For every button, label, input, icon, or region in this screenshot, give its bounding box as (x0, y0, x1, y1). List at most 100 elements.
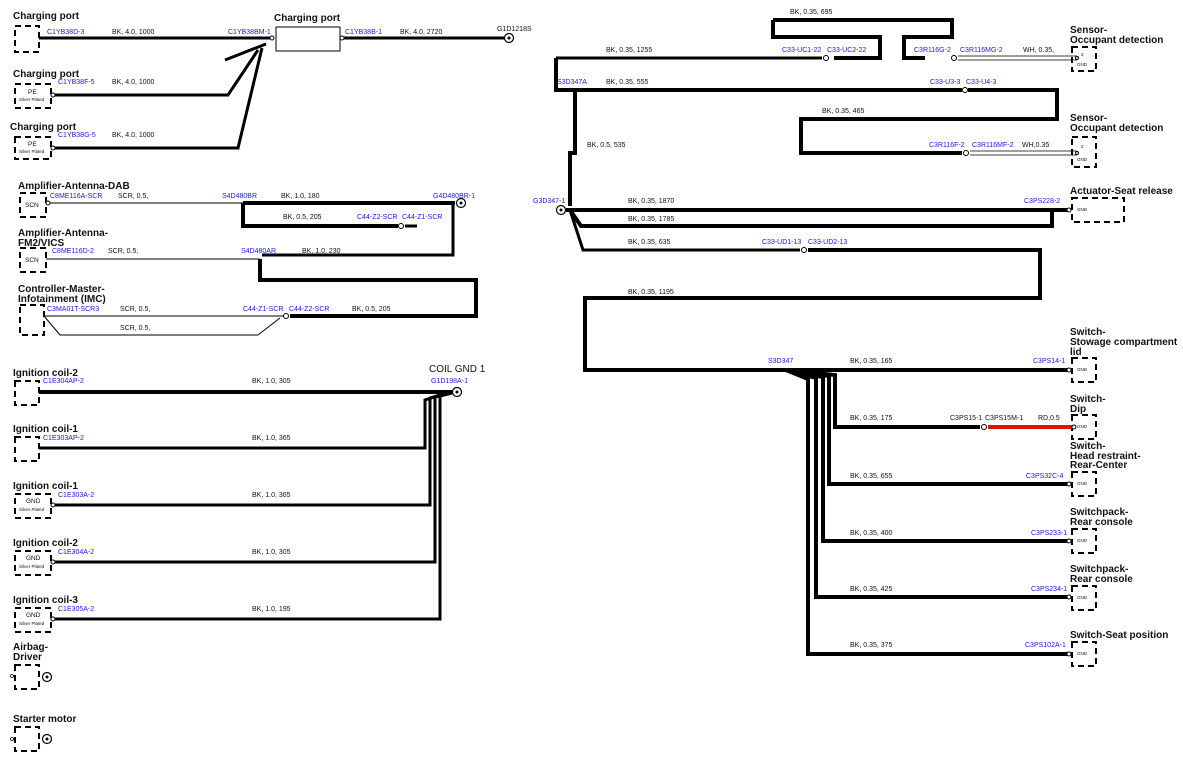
component-box[interactable] (19, 192, 47, 218)
component-label: Infotainment (IMC) (18, 294, 106, 305)
inner-label: Silver Plated (19, 507, 45, 512)
connector-label: C3PS234-1 (1031, 586, 1067, 593)
component-label: Occupant detection (1070, 35, 1163, 46)
connector-pin (283, 313, 289, 319)
charging-port-section: Charging port C1YB38D-3 BK, 4.0, 1000 Ch… (10, 11, 532, 160)
component-box[interactable] (14, 664, 40, 690)
inner-label: GND (1077, 424, 1088, 429)
inner-label: GND (26, 612, 41, 619)
wire-label: BK, 1.0, 305 (252, 378, 291, 385)
ground-symbol-icon (559, 208, 563, 212)
inner-label: Silver Plated (19, 97, 45, 102)
component-box[interactable] (14, 726, 40, 752)
connector-label: G1D198A-1 (431, 378, 468, 385)
component-box[interactable] (1071, 528, 1097, 554)
connector-label: C3R116G-2 (914, 47, 951, 54)
connector-label: S3D347A (557, 79, 587, 86)
component-label: Stowage compartment (1070, 337, 1178, 348)
component-label: Ignition coil-3 (13, 595, 78, 606)
component-label: Actuator-Seat release (1070, 186, 1173, 197)
wire-label: BK, 4.0, 1000 (112, 132, 155, 139)
connector-pin (45, 200, 51, 206)
component-box[interactable] (14, 136, 52, 160)
connector-pin (981, 424, 987, 430)
component-box[interactable] (1071, 197, 1125, 223)
wire-label: SCR, 0.5, (120, 325, 150, 332)
wire-path (799, 88, 1059, 155)
switch-section: S3D347 BK, 0.35, 165 C3PS14-1 Switch- St… (768, 327, 1178, 667)
wire-label: BK, 0.35, 465 (822, 108, 865, 115)
connector-label: S4D480AR (241, 248, 276, 255)
connector-pin (1066, 651, 1072, 657)
component-box[interactable] (14, 380, 40, 406)
connector-label: C1E303AP-2 (43, 435, 84, 442)
component-box[interactable] (1071, 641, 1097, 667)
connector-pin (50, 616, 56, 622)
wire-label: BK, 0.35, 375 (850, 642, 893, 649)
connector-label: C3PS228-2 (1024, 198, 1060, 205)
wire-path (568, 90, 577, 206)
component-label: Sensor- (1070, 113, 1107, 124)
connector-label: G3D347-1 (533, 198, 565, 205)
wire-path (53, 391, 451, 564)
wire-label: BK, 1.0, 180 (281, 193, 320, 200)
component-label: Charging port (10, 122, 77, 133)
connector-label: C3R116F-2 (929, 142, 965, 149)
ground-symbol-icon (507, 36, 511, 40)
component-label: Dip (1070, 404, 1086, 415)
wire-path (785, 368, 1069, 656)
connector-label: C3MA01T-SCR3 (47, 306, 99, 313)
component-label: lid (1070, 347, 1082, 358)
connector-label: C8ME116D-2 (52, 248, 94, 255)
connector-pin (50, 92, 56, 98)
component-box[interactable] (1071, 136, 1097, 168)
wire-path (241, 203, 398, 228)
component-label: Charging port (13, 69, 80, 80)
wire-label: BK, 0.5, 535 (587, 142, 626, 149)
inner-label: GND (1077, 538, 1088, 543)
wire-path (568, 208, 1054, 228)
connector-label: C1YB38G-5 (58, 132, 96, 139)
connector-label: C1E305A-2 (58, 606, 94, 613)
component-label: Starter motor (13, 714, 76, 725)
component-box[interactable] (19, 247, 47, 273)
component-label: Head restraint- (1070, 451, 1141, 462)
connector-label: C44-Z2-SCR (289, 306, 329, 313)
component-label: Controller-Master- (18, 284, 105, 295)
wire-label: BK, 0.35, 635 (628, 239, 671, 246)
component-box[interactable] (14, 436, 40, 462)
component-box[interactable] (1071, 471, 1097, 497)
connector-pin (398, 223, 404, 229)
component-box[interactable] (14, 25, 40, 53)
component-box[interactable] (1071, 46, 1097, 72)
connector-pin (1066, 367, 1072, 373)
component-label: FM2/VICS (18, 238, 64, 249)
inner-label: Silver Plated (19, 621, 45, 626)
wire-label: BK, 0.35, 655 (850, 473, 893, 480)
inner-label: 2 (1081, 52, 1084, 57)
component-box[interactable] (1071, 357, 1097, 383)
connector-label: C33-U3-3 (930, 79, 960, 86)
connector-label: C3PS15M-1 (985, 415, 1023, 422)
ground-symbol-icon (455, 390, 459, 394)
connector-label: C3PS15-1 (950, 415, 982, 422)
connector-pin (10, 674, 14, 678)
wire-label: BK, 0.35, 695 (790, 9, 833, 16)
component-label: Sensor- (1070, 25, 1107, 36)
connector-pin (10, 737, 14, 741)
component-label: Switch-Seat position (1070, 630, 1168, 641)
connector-pin (1075, 56, 1079, 60)
component-label: Switch- (1070, 394, 1106, 405)
component-box[interactable] (14, 83, 52, 109)
component-box[interactable] (19, 304, 45, 336)
wire-path (53, 391, 453, 621)
connector-pin (801, 247, 807, 253)
connector-label: C33-UD1-13 (762, 239, 801, 246)
connector-pin (1075, 151, 1079, 155)
wire-label: RD,0.5 (1038, 415, 1060, 422)
connector-label: C33-U4-3 (966, 79, 996, 86)
wire-label: BK, 4.0, 1000 (112, 29, 155, 36)
charging-port-box[interactable] (275, 26, 341, 52)
component-box[interactable] (1071, 585, 1097, 611)
connector-label: C3PS102A-1 (1025, 642, 1066, 649)
